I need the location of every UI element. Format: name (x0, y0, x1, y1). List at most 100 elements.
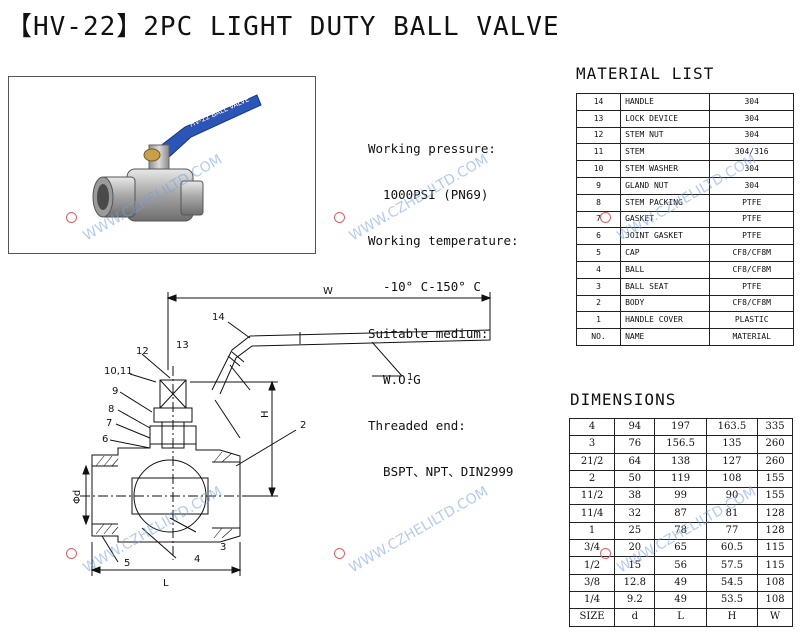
spec-line: BSPT、NPT、DIN2999 (368, 464, 514, 480)
cell-size: 4 (568, 417, 616, 437)
cell-h: 57.5 (705, 556, 759, 575)
cell-d: 38 (614, 487, 656, 506)
cell-no: 13 (575, 109, 622, 128)
cell-material: CF8/CF8M (709, 294, 794, 313)
cell-no: 6 (575, 227, 622, 246)
cell-size: 11/4 (568, 504, 616, 523)
cell-d: 50 (614, 469, 656, 489)
callout-10-11: 10,11 (104, 366, 133, 377)
cell-no: 4 (575, 260, 622, 279)
cell-d: 25 (614, 521, 656, 541)
spec-line: Threaded end: (368, 418, 466, 434)
cell-name: NAME (620, 328, 711, 346)
cross-section-drawing: W H L Φd 1 2 3 4 5 6 7 8 9 10,11 12 13 1… (72, 286, 492, 589)
cell-name: BALL (620, 260, 711, 279)
watermark-seal-icon (334, 548, 345, 559)
callout-14: 14 (212, 312, 225, 323)
cell-w: 155 (757, 487, 793, 506)
cell-w: 115 (757, 539, 793, 558)
cell-d: 76 (614, 435, 656, 454)
dimension-h-label: H (260, 410, 271, 418)
cell-h: 54.5 (705, 573, 759, 592)
callout-9: 9 (112, 386, 118, 397)
page-title: 【HV-22】2PC LIGHT DUTY BALL VALVE (6, 12, 560, 42)
cell-material: 304 (709, 176, 794, 195)
cell-d: 32 (614, 504, 656, 523)
cell-h: 53.5 (705, 590, 759, 610)
callout-5: 5 (124, 558, 130, 569)
cell-material: PTFE (709, 277, 794, 296)
callout-8: 8 (108, 404, 114, 415)
cell-h: 127 (705, 452, 759, 471)
cell-size: 1/4 (568, 590, 616, 610)
cell-no: 7 (575, 210, 622, 229)
cell-size: 1/2 (568, 556, 616, 575)
cell-material: MATERIAL (709, 328, 794, 346)
cell-material: 304 (709, 109, 794, 128)
cell-w: 335 (757, 417, 793, 437)
callout-4: 4 (194, 554, 200, 565)
cell-name: JOINT GASKET (620, 227, 711, 246)
cell-l: 49 (654, 590, 707, 610)
spec-line: Working temperature: (368, 233, 519, 249)
cell-name: HANDLE COVER (620, 311, 711, 330)
cell-l: 49 (654, 573, 707, 592)
watermark-seal-icon (66, 212, 77, 223)
cell-d: 94 (614, 417, 656, 437)
callout-13: 13 (176, 340, 189, 351)
cell-no: 3 (575, 277, 622, 296)
cell-w: 128 (757, 504, 793, 523)
product-photo: HV-22 BALL VALVE (8, 76, 316, 254)
cell-size: 1 (568, 521, 616, 541)
cell-d: 64 (614, 452, 656, 471)
material-list-title: MATERIAL LIST (576, 64, 715, 83)
cell-w: W (757, 608, 793, 627)
cell-name: BODY (620, 294, 711, 313)
cell-d: 12.8 (614, 573, 656, 592)
spec-line: Working pressure: (368, 140, 496, 156)
cell-l: 119 (654, 469, 707, 489)
cell-h: 90 (705, 487, 759, 506)
cell-l: 56 (654, 556, 707, 575)
cell-w: 115 (757, 556, 793, 575)
cell-material: PTFE (709, 210, 794, 229)
cell-d: 9.2 (614, 590, 656, 610)
watermark-seal-icon (334, 212, 345, 223)
cell-material: CF8/CF8M (709, 244, 794, 262)
cell-material: PLASTIC (709, 311, 794, 330)
cell-no: 2 (575, 294, 622, 313)
dimension-w-label: W (323, 286, 333, 297)
cell-material: PTFE (709, 193, 794, 212)
cell-l: 138 (654, 452, 707, 471)
dimension-l-label: L (163, 578, 169, 589)
spec-line: Suitable medium: (368, 325, 489, 341)
cell-l: 156.5 (654, 435, 707, 454)
cell-name: STEM WASHER (620, 160, 711, 178)
cell-w: 128 (757, 521, 793, 541)
cell-material: CF8/CF8M (709, 260, 794, 279)
cell-h: 60.5 (705, 539, 759, 558)
cell-size: 11/2 (568, 487, 616, 506)
cell-h: 135 (705, 435, 759, 454)
cell-no: NO. (575, 328, 622, 346)
